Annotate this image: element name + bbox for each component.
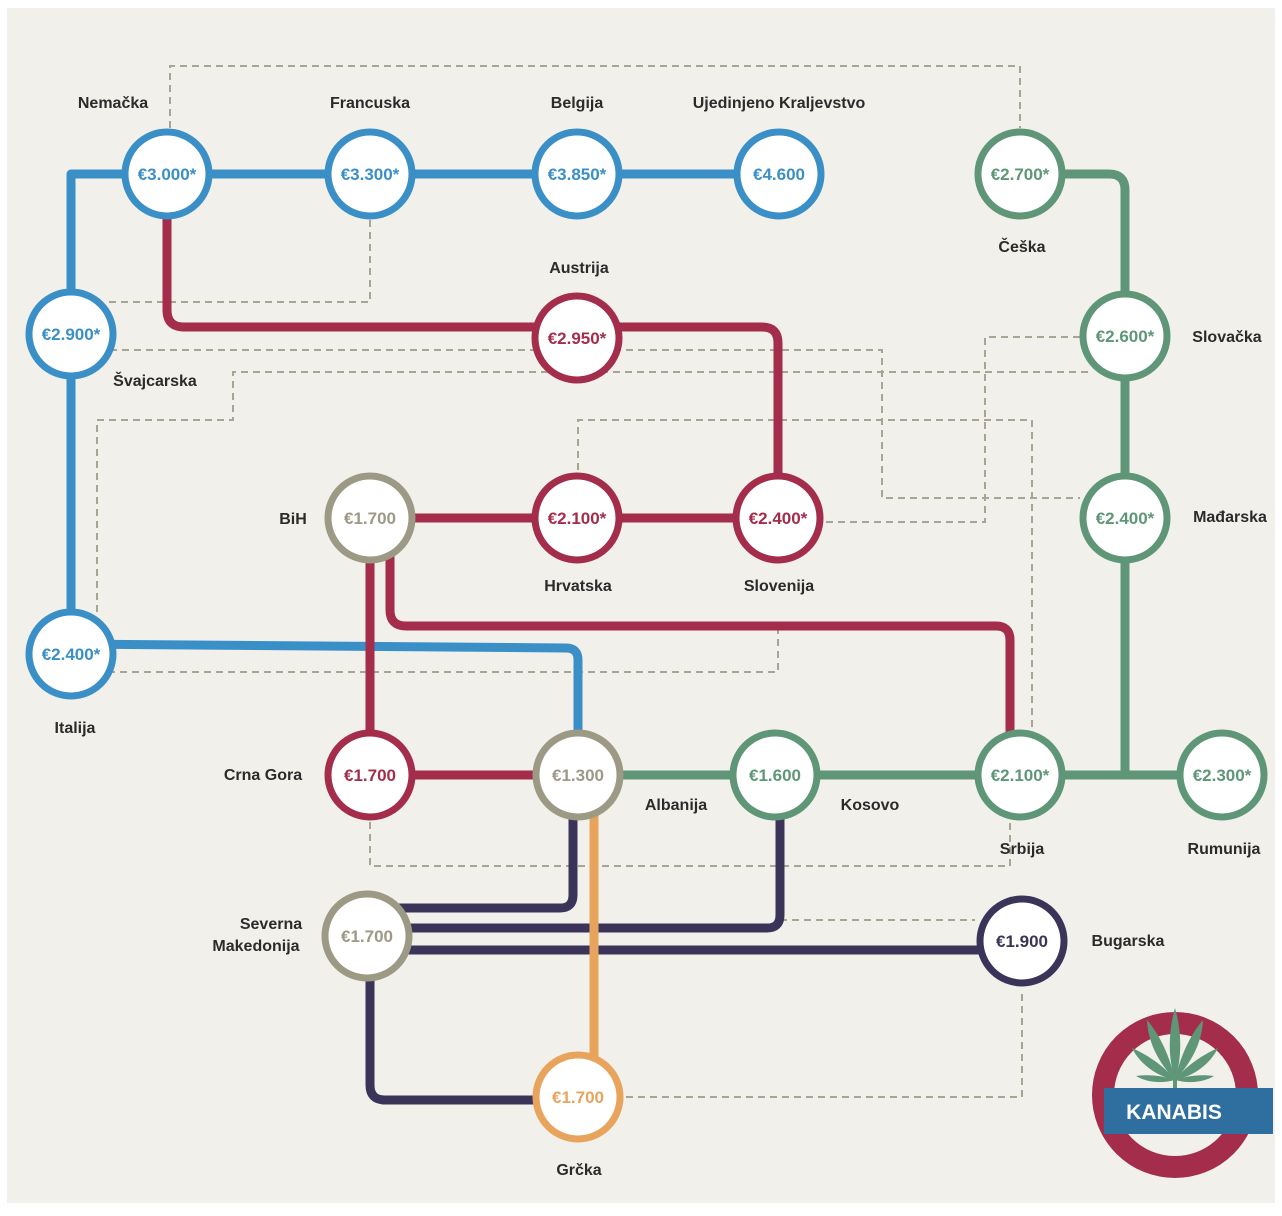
station-label-line-2: Makedonija (212, 938, 299, 955)
route-navy-albanija-makedonija (365, 770, 578, 913)
station-grcka: €1.700 Grčka (532, 1051, 624, 1179)
route-navy-makedonija-grcka (365, 931, 583, 1105)
station-price: €1.700 (344, 509, 396, 528)
station-madjarska: €2.400* Mađarska (1079, 472, 1267, 564)
stations: €3.000* Nemačka €3.300* Francuska €3.850… (25, 95, 1268, 1179)
station-price: €2.300* (1193, 766, 1252, 785)
station-label: Slovačka (1192, 329, 1261, 346)
station-label: Grčka (556, 1162, 601, 1179)
station-belgija: €3.850* Belgija (531, 95, 623, 220)
station-price: €3.300* (341, 165, 400, 184)
dashed-grcka-bugarska (626, 990, 1023, 1098)
dashed-nemacka-ceska (169, 65, 1021, 128)
station-price: €1.700 (341, 927, 393, 946)
station-price: €2.400* (42, 645, 101, 664)
route-navy-kosovo-makedonija (365, 770, 785, 933)
dashed-svajcarska-madjarska (110, 349, 1080, 499)
station-price: €2.400* (1096, 509, 1155, 528)
station-slovacka: €2.600* Slovačka (1079, 290, 1262, 382)
station-francuska: €3.300* Francuska (324, 95, 416, 220)
station-srbija: €2.100* Srbija (974, 729, 1066, 858)
station-label: Ujedinjeno Kraljevstvo (693, 95, 866, 112)
station-price: €1.600 (749, 766, 801, 785)
station-price: €2.700* (991, 165, 1050, 184)
route-lines (66, 169, 1227, 1105)
station-price: €4.600 (753, 165, 805, 184)
station-price: €2.400* (749, 509, 808, 528)
station-price: €2.100* (548, 509, 607, 528)
station-kosovo: €1.600 Kosovo (729, 729, 900, 821)
station-price: €1.900 (996, 932, 1048, 951)
station-price: €1.700 (552, 1088, 604, 1107)
station-bugarska: €1.900 Bugarska (976, 895, 1165, 987)
station-uk: €4.600 Ujedinjeno Kraljevstvo (693, 95, 866, 220)
station-label: Nemačka (78, 95, 148, 112)
dashed-connectors (96, 65, 1090, 1098)
station-label: Češka (998, 237, 1045, 256)
station-label: Kosovo (841, 797, 900, 814)
station-rumunija: €2.300* Rumunija (1176, 729, 1268, 858)
dashed-italija-slovacka (96, 371, 1090, 612)
station-label: Austrija (549, 260, 609, 277)
station-price: €2.950* (548, 329, 607, 348)
route-red-bih-srbija (385, 513, 1015, 780)
station-austrija: €2.950* Austrija (531, 260, 623, 384)
station-slovenija: €2.400* Slovenija (732, 472, 824, 595)
station-label: Hrvatska (544, 578, 612, 595)
station-price: €2.100* (991, 766, 1050, 785)
route-red-nemacka-slovenija (162, 169, 783, 523)
dashed-italija-bih (108, 628, 779, 673)
station-ceska: €2.700* Češka (974, 128, 1066, 256)
logo-banner (1104, 1088, 1273, 1134)
station-label: Rumunija (1188, 841, 1261, 858)
station-label: Belgija (551, 95, 604, 112)
station-makedonija: €1.700 Severna Makedonija (212, 890, 413, 982)
station-bih: €1.700 BiH (279, 472, 416, 564)
station-label-line-1: Severna (240, 916, 302, 933)
dashed-hrvatska-srbija (577, 419, 1033, 733)
station-hrvatska: €2.100* Hrvatska (531, 472, 623, 595)
station-price: €2.900* (42, 325, 101, 344)
station-label: Slovenija (744, 578, 814, 595)
station-price: €1.300 (552, 766, 604, 785)
station-nemacka: €3.000* Nemačka (78, 95, 213, 220)
route-blue-italija-albanija (66, 639, 583, 780)
station-label: Švajcarska (113, 371, 197, 390)
station-label: Mađarska (1193, 509, 1267, 526)
dashed-crnagora-srbija (369, 822, 1011, 867)
station-label: Bugarska (1092, 933, 1165, 950)
station-svajcarska: €2.900* Švajcarska (25, 288, 197, 390)
cannabis-leaf-icon (1132, 1008, 1218, 1090)
station-label: Francuska (330, 95, 410, 112)
station-label: Srbija (1000, 841, 1045, 858)
station-label: Italija (55, 720, 96, 737)
station-price: €1.700 (344, 766, 396, 785)
station-label: BiH (279, 511, 307, 528)
station-price: €2.600* (1096, 327, 1155, 346)
station-italija: €2.400* Italija (25, 608, 117, 737)
station-label: Crna Gora (224, 767, 302, 784)
kanabis-logo: KANABIS (1092, 1008, 1273, 1178)
diagram-background (7, 8, 1275, 1203)
logo-label: KANABIS (1126, 1101, 1222, 1124)
station-albanija: €1.300 Albanija (532, 729, 707, 821)
route-green-ceska-madjarska (1015, 169, 1130, 523)
station-price: €3.850* (548, 165, 607, 184)
station-crna-gora: €1.700 Crna Gora (224, 729, 416, 821)
station-price: €3.000* (138, 165, 197, 184)
dashed-francuska-svajcarska (108, 220, 371, 303)
station-label: Albanija (645, 797, 707, 814)
